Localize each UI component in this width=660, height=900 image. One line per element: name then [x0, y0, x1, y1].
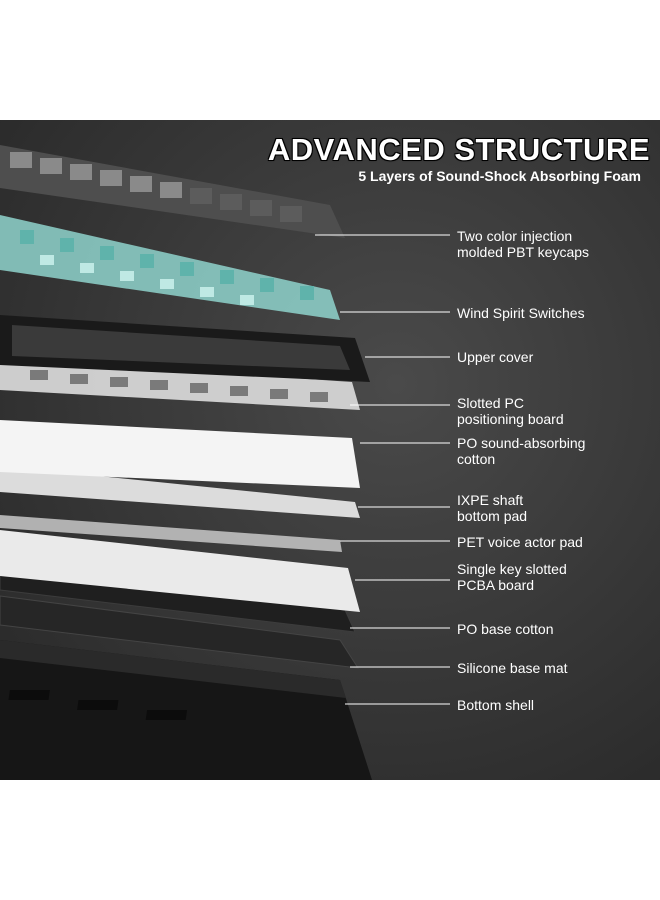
switches-layer	[0, 215, 340, 320]
exploded-keyboard-illustration	[0, 145, 450, 780]
label-keycaps: Two color injection molded PBT keycaps	[457, 228, 589, 260]
label-line: Bottom shell	[457, 697, 535, 713]
label-upper-cover: Upper cover	[457, 349, 533, 365]
product-panel: ADVANCED STRUCTURE 5 Layers of Sound-Sho…	[0, 120, 660, 780]
label-pet-pad: PET voice actor pad	[457, 534, 583, 550]
label-line: Single key slotted	[457, 561, 567, 577]
silicone-base-mat-layer	[0, 595, 359, 669]
pet-pad-layer	[0, 515, 342, 552]
label-line: Upper cover	[457, 349, 534, 365]
label-switches: Wind Spirit Switches	[457, 305, 585, 321]
label-line: molded PBT keycaps	[457, 244, 590, 260]
label-line: positioning board	[457, 411, 564, 427]
label-pc-board: Slotted PC positioning board	[457, 395, 564, 427]
label-line: cotton	[457, 451, 496, 467]
keycaps-layer	[0, 145, 345, 238]
leader-lines	[315, 234, 450, 705]
page-title: ADVANCED STRUCTURE	[267, 132, 650, 167]
ixpe-pad-layer	[0, 466, 360, 518]
label-po-base-cotton: PO base cotton	[457, 621, 554, 637]
label-line: Two color injection	[457, 228, 573, 244]
label-ixpe-pad: IXPE shaft bottom pad	[457, 492, 527, 524]
label-line: Wind Spirit Switches	[457, 305, 585, 321]
pcba-board-layer	[0, 530, 360, 612]
bottom-shell-layer	[0, 640, 372, 780]
label-line: PCBA board	[457, 577, 535, 593]
label-line: PET voice actor pad	[457, 534, 583, 550]
pc-board-slots	[30, 370, 328, 402]
label-line: IXPE shaft	[457, 492, 524, 508]
upper-cover-layer	[0, 315, 370, 382]
label-line: bottom pad	[457, 508, 528, 524]
label-line: PO base cotton	[457, 621, 554, 637]
label-silicone-mat: Silicone base mat	[457, 660, 568, 676]
label-bottom-shell: Bottom shell	[457, 697, 534, 713]
label-line: PO sound-absorbing	[457, 435, 586, 451]
label-line: Slotted PC	[457, 395, 524, 411]
page-subtitle: 5 Layers of Sound-Shock Absorbing Foam	[358, 168, 641, 184]
label-pcba-board: Single key slotted PCBA board	[457, 561, 567, 593]
po-cotton-layer	[0, 420, 360, 488]
label-line: Silicone base mat	[457, 660, 568, 676]
label-po-cotton: PO sound-absorbing cotton	[457, 435, 585, 467]
